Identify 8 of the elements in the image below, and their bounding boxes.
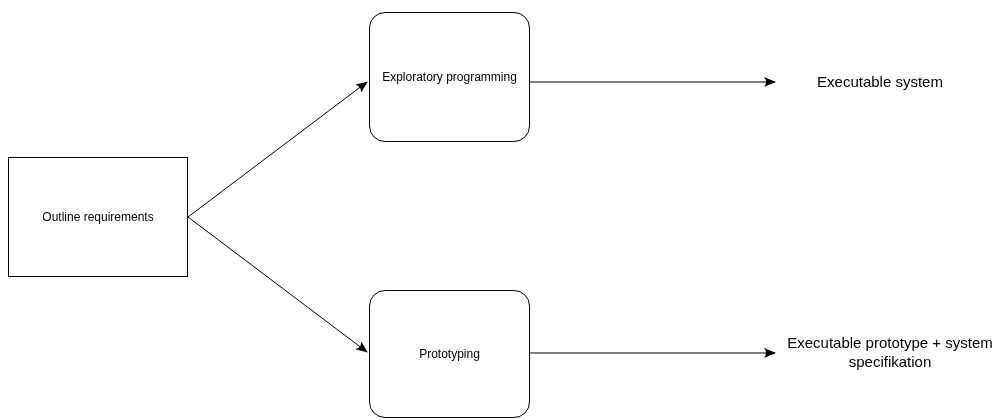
process-box [369,12,530,142]
output-text: Executable prototype + system specifikation [780,330,1000,376]
box-label: Outline requirements [42,209,154,225]
process-box [8,157,188,277]
box-label: Prototyping [419,346,480,362]
process-box [369,290,530,418]
output-text: Executable system [780,70,980,94]
box-label: Exploratory programming [382,69,517,85]
